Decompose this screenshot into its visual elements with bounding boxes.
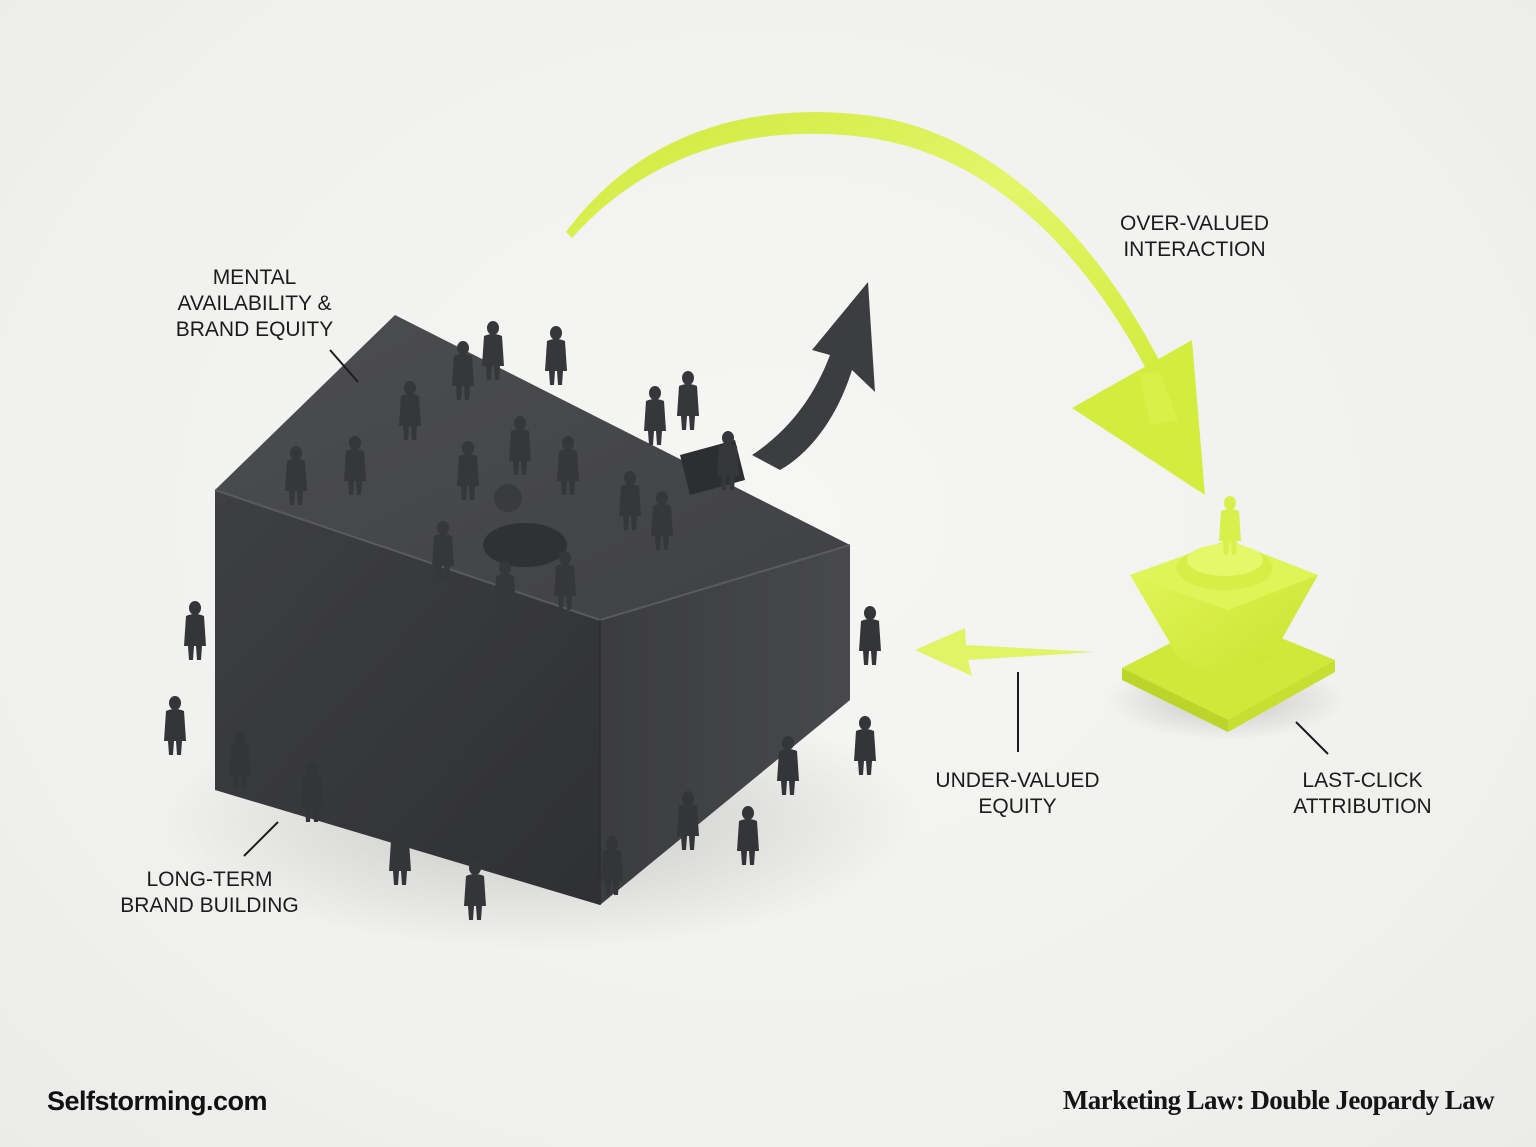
label-line: Last-Click (1302, 769, 1423, 792)
diagram-title: Marketing Law: Double Jeopardy Law (1062, 1085, 1495, 1115)
label-line: Under-Valued (935, 769, 1100, 792)
label-line: Brand Building (120, 894, 299, 917)
brand-logo-text: Selfstorming.com (47, 1086, 268, 1116)
label-mental-availability: Mental Availability & Brand Equity (172, 265, 337, 343)
label-line: Interaction (1123, 238, 1266, 261)
label-over-valued-interaction: Over-Valued Interaction (1112, 211, 1277, 263)
label-line: Brand Equity (175, 318, 334, 341)
label-line: Availability & (177, 292, 332, 315)
lime-pedestal (1122, 496, 1335, 732)
leader-lines (243, 349, 1329, 857)
label-line: Attribution (1293, 795, 1432, 818)
green-curved-arrow-icon (566, 112, 1205, 495)
label-under-valued-equity: Under-Valued Equity (930, 768, 1105, 820)
label-line: Equity (978, 795, 1057, 818)
label-last-click-attribution: Last-Click Attribution (1285, 768, 1440, 820)
label-long-term-brand-building: Long-Term Brand Building (112, 867, 307, 919)
label-line: Over-Valued (1120, 212, 1269, 235)
green-left-arrow-icon (915, 628, 1095, 676)
label-line: Mental (212, 266, 297, 289)
dark-up-arrow-icon (752, 282, 875, 470)
label-line: Long-Term (146, 868, 273, 891)
